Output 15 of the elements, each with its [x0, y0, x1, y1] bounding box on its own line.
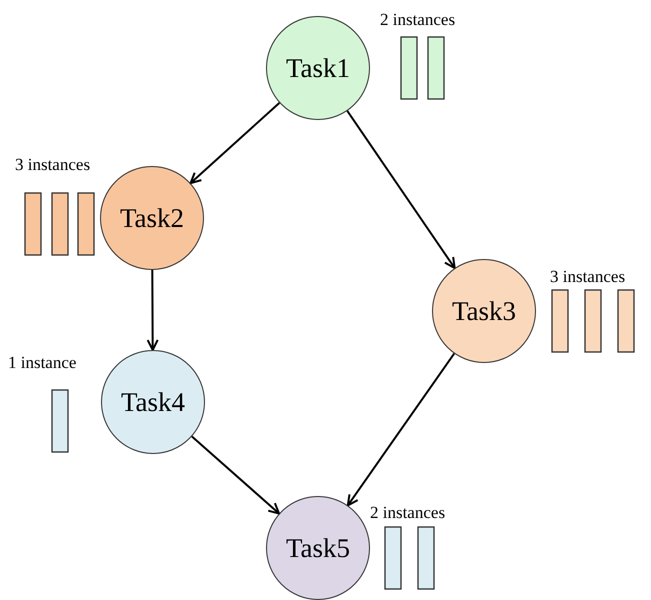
instance-count: 1 instance [8, 353, 76, 373]
arrow [346, 110, 456, 270]
task-label: Task1 [286, 52, 350, 84]
arrow [190, 102, 280, 184]
instance-count: 2 instances [380, 10, 456, 30]
arrow [191, 436, 280, 515]
instance-count: 2 instances [370, 503, 446, 523]
task-label: Task2 [120, 202, 184, 234]
instance-count: 3 instances [15, 155, 90, 175]
arrow [346, 353, 455, 506]
task-label: Task3 [452, 296, 516, 326]
task-label: Task5 [286, 532, 350, 564]
task-label: Task4 [120, 386, 186, 418]
arrow [146, 270, 159, 351]
instance-count: 3 instances [550, 267, 626, 287]
